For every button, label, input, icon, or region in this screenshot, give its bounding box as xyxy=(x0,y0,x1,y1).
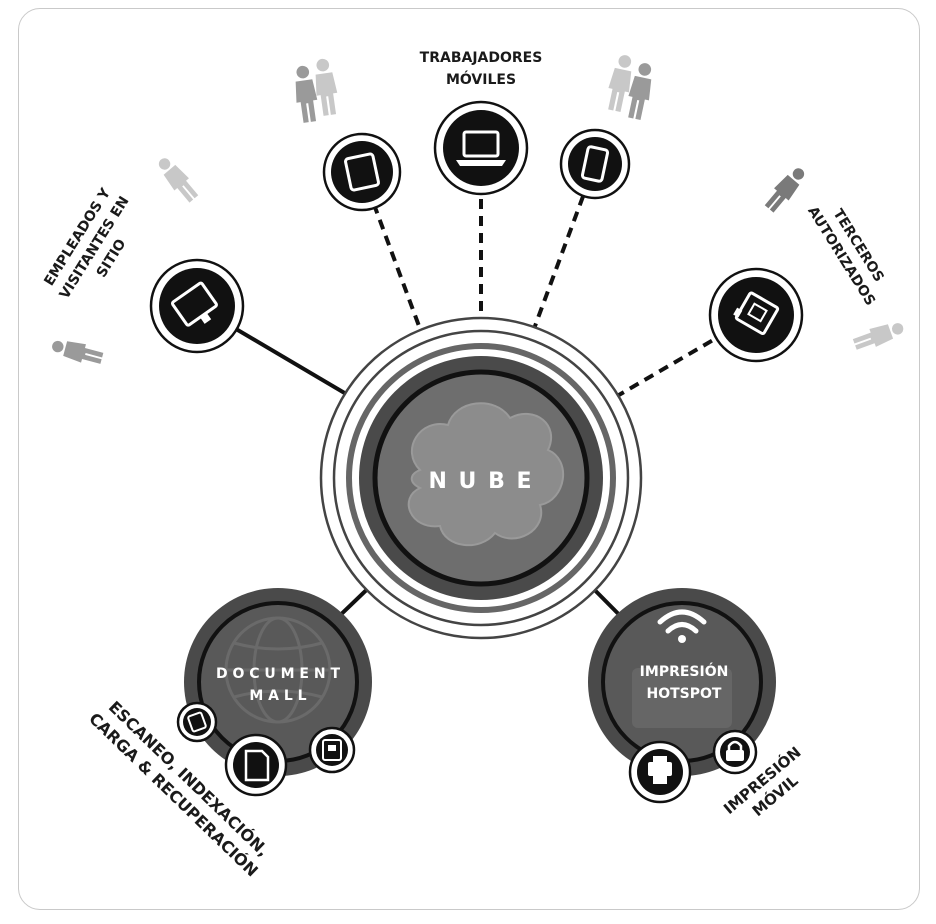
hotspot-node: IMPRESIÓN HOTSPOT xyxy=(588,588,776,804)
device-node-laptop xyxy=(433,100,529,196)
device-node-tablet xyxy=(322,132,402,212)
monitor-icon xyxy=(170,281,218,327)
wifi-icon xyxy=(657,609,707,643)
svg-text:HOTSPOT: HOTSPOT xyxy=(647,686,722,702)
phone-icon xyxy=(580,145,610,183)
person-icon xyxy=(761,163,810,216)
printer-icon xyxy=(648,756,672,784)
document-mall-label: D O C U M E N T xyxy=(216,666,340,682)
person-icon xyxy=(49,335,105,368)
device-node-scanner xyxy=(308,726,356,774)
device-node-scanner-small xyxy=(176,701,218,743)
globe-icon xyxy=(224,616,332,724)
cloud-node: N U B E xyxy=(319,316,643,640)
cloud-label: N U B E xyxy=(428,469,533,494)
device-node-lock xyxy=(712,729,758,775)
person-icon xyxy=(851,317,907,354)
device-node-printer xyxy=(628,740,692,804)
person-icon xyxy=(311,57,341,117)
svg-text:M A L L: M A L L xyxy=(249,688,306,704)
tablet-icon xyxy=(344,152,380,192)
device-node-phone xyxy=(559,128,631,200)
printer-silhouette xyxy=(632,668,732,728)
svg-text:TRABAJADORES: TRABAJADORES xyxy=(420,50,543,66)
hotspot-label: IMPRESIÓN xyxy=(640,662,729,680)
device-node-third-party xyxy=(708,267,804,363)
document-icon xyxy=(244,749,270,782)
device-node-onsite xyxy=(149,258,245,354)
person-icon xyxy=(153,153,202,206)
label-onsite: EMPLEADOS Y VISITANTES EN SITIO xyxy=(41,185,132,302)
lock-icon xyxy=(726,740,744,761)
cloud-icon xyxy=(407,402,565,547)
laptop-icon xyxy=(456,130,506,166)
kiosk-icon xyxy=(733,291,780,336)
person-icon xyxy=(291,64,321,124)
device-node-document xyxy=(224,733,288,797)
label-mobile-workers: TRABAJADORES MÓVILES xyxy=(420,50,543,88)
connector-phone xyxy=(516,163,597,373)
tablet-icon xyxy=(187,711,207,733)
svg-text:MÓVILES: MÓVILES xyxy=(446,70,516,88)
document-mall-node: D O C U M E N T M A L L xyxy=(176,588,372,797)
label-third-parties: TERCEROS AUTORIZADOS xyxy=(804,204,887,309)
